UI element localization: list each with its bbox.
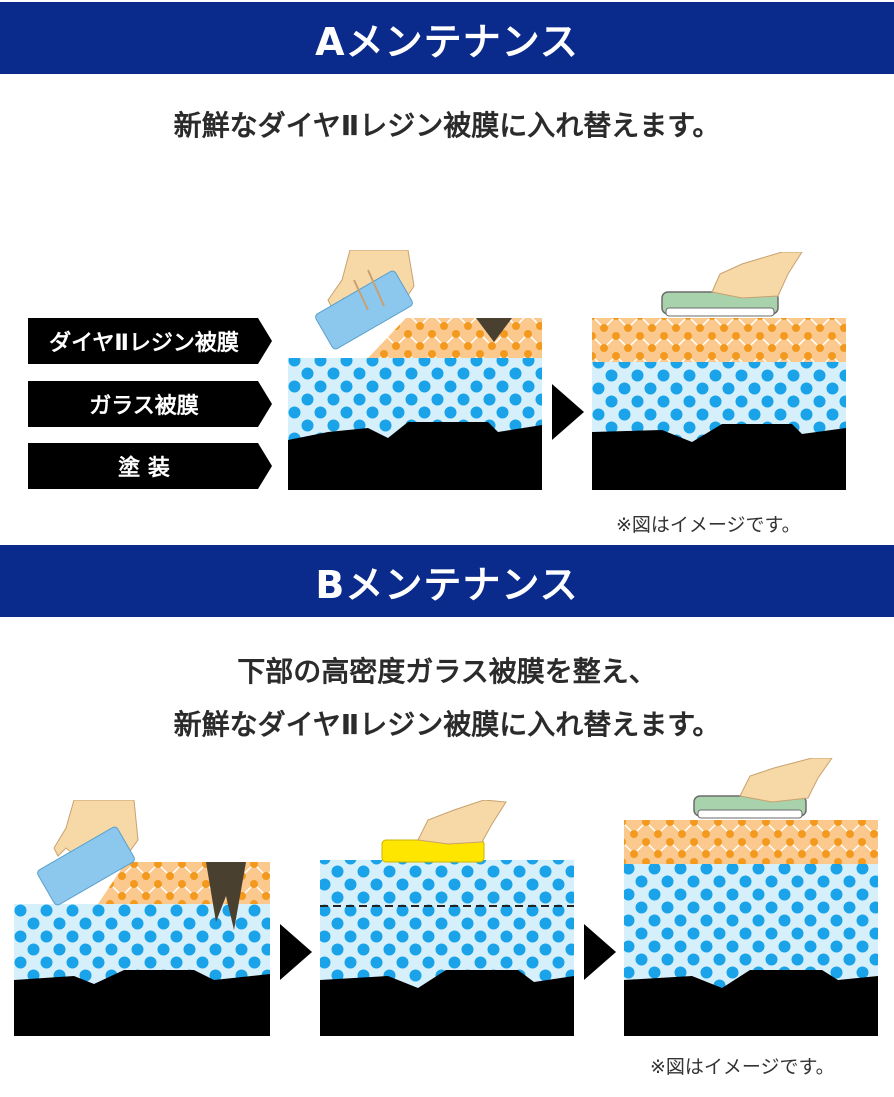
diagram-b-middle (320, 800, 574, 1036)
legend-resin-coating: ダイヤⅡレジン被膜 (28, 318, 272, 364)
hand-icon (417, 800, 507, 845)
sponge-icon (37, 826, 135, 906)
diagram-a-before (288, 250, 542, 490)
sponge-icon (381, 839, 485, 863)
section-a-title: Aメンテナンス (0, 2, 894, 74)
legend-glass-coating: ガラス被膜 (28, 381, 272, 427)
section-a-description: 新鮮なダイヤⅡレジン被膜に入れ替えます。 (173, 109, 721, 142)
arrow-right-icon (552, 384, 584, 440)
resin-layer (368, 318, 542, 358)
legend-glass-coating-label: ガラス被膜 (89, 394, 199, 419)
damage-mark (476, 318, 512, 342)
diagram-b-before (14, 800, 270, 1036)
arrow-right-icon (584, 924, 616, 980)
resin-layer (624, 820, 878, 864)
paint-layer (320, 970, 574, 1036)
section-a-note: ※図はイメージです。 (616, 514, 801, 536)
section-b-note: ※図はイメージです。 (650, 1056, 835, 1078)
paint-layer (14, 970, 270, 1036)
resin-layer (592, 318, 846, 362)
diagram-b-after (624, 758, 878, 1036)
sponge-icon (315, 270, 413, 350)
section-b-description-line1: 下部の高密度ガラス被膜を整え、 (237, 655, 657, 688)
paint-layer (592, 424, 846, 490)
diagram-a-after (592, 252, 846, 490)
hand-icon (739, 758, 833, 803)
paint-layer (288, 422, 542, 490)
legend-paint-label: 塗 装 (118, 456, 170, 481)
legend-paint: 塗 装 (28, 443, 272, 489)
hand-icon (711, 252, 803, 299)
section-b-description-line2: 新鮮なダイヤⅡレジン被膜に入れ替えます。 (173, 708, 721, 741)
paint-layer (624, 970, 878, 1036)
arrow-right-icon (280, 924, 312, 980)
damage-mark (206, 862, 246, 930)
section-b-title: Bメンテナンス (0, 545, 894, 617)
legend-resin-coating-label: ダイヤⅡレジン被膜 (49, 331, 239, 356)
